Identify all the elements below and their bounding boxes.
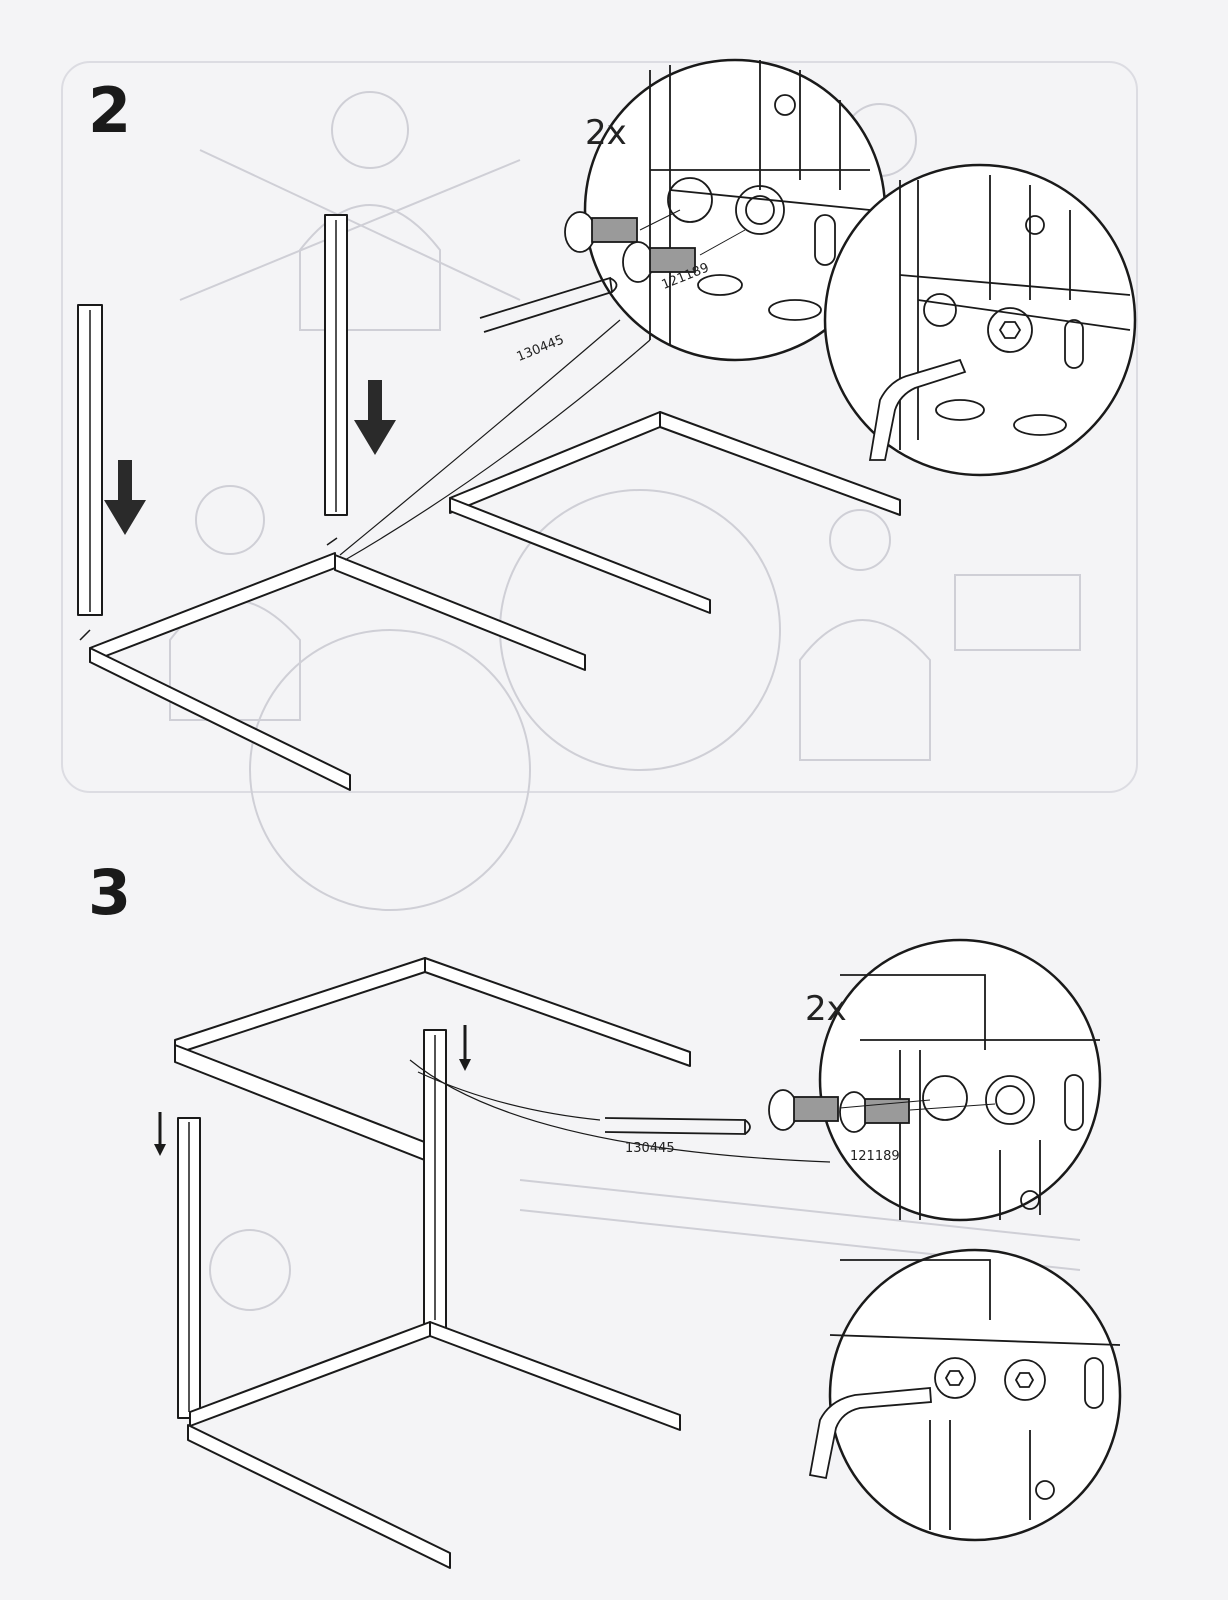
step3-rail-bottom-right [429, 1321, 681, 1431]
step-2-number: 2 [88, 74, 132, 147]
step-3-number: 3 [88, 856, 132, 929]
step3-detail-circle-1 [768, 938, 1102, 1222]
step2-arrow-left [104, 460, 146, 535]
step3-rail-top-right [424, 957, 691, 1067]
ghost-background [169, 91, 1081, 1311]
step3-rail-top-front [174, 1044, 446, 1169]
step-3-screw-part-number: 121189 [850, 1149, 900, 1164]
step2-hex-key-icon [479, 276, 618, 333]
step2-rail-side-right [449, 411, 661, 514]
step2-panel [61, 61, 1138, 793]
step2-arrows [104, 380, 396, 535]
step3-rail-top-back [174, 957, 426, 1055]
step3-arrows [154, 1025, 471, 1156]
step2-rail-left-back [89, 552, 336, 663]
step2-detail-circle-1 [564, 58, 887, 362]
step3-detail-circle-2 [808, 1248, 1122, 1542]
step3-frame [174, 957, 691, 1569]
step3-hex-key-in-use-icon [808, 1387, 932, 1480]
step2-rail-middle [334, 554, 586, 671]
step3-rail-bottom-front [187, 1424, 451, 1569]
step-2-quantity: 2x [585, 113, 627, 153]
step2-frame [77, 214, 901, 791]
step3-screw-icon [768, 1089, 910, 1133]
step-3-quantity: 2x [805, 989, 847, 1029]
step2-hex-key-in-use-icon [868, 358, 967, 461]
step2-screw-icon [564, 211, 696, 283]
step2-rail-back [659, 411, 901, 516]
step2-detail-circle-2 [823, 163, 1137, 477]
step3-rail-bottom-back [189, 1321, 431, 1427]
step3-hex-key-icon [604, 1117, 751, 1135]
step-3-hex-key-part-number: 130445 [625, 1141, 675, 1156]
step2-rail-front-right [449, 497, 711, 614]
step2-rail-left-front [89, 647, 351, 791]
step2-arrow-middle [354, 380, 396, 455]
